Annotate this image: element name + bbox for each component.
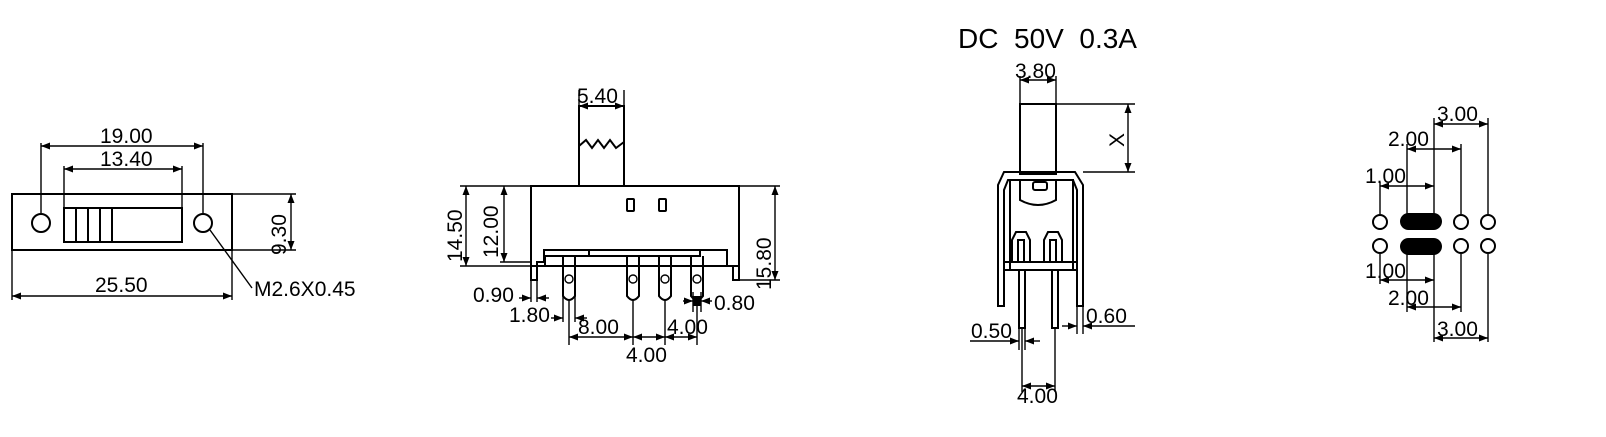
dim-actuator-height: X [1106, 133, 1129, 147]
front-body [11, 193, 233, 251]
dim-pin-pitch-b: 4.00 [626, 344, 667, 367]
dim-bottom-inner: 1.00 [1365, 260, 1406, 283]
dim-pin-thickness-right: 0.60 [1086, 305, 1127, 328]
dim-overall-width: 25.50 [95, 274, 148, 297]
dim-hole-spacing: 19.00 [100, 125, 153, 148]
dim-top-inner: 1.00 [1365, 165, 1406, 188]
pcb-hole [1372, 238, 1388, 254]
dim-top-outer: 3.00 [1437, 103, 1478, 126]
front-view: 19.00 13.40 25.50 9.30 M2.6X0.45 [11, 125, 356, 301]
dim-pin-width: 0.80 [714, 292, 755, 315]
pcb-hole [1372, 214, 1388, 230]
pins [562, 256, 704, 301]
dim-inner-height: 12.00 [480, 205, 503, 258]
pcb-layout: 3.00 2.00 1.00 1.00 2.00 3.00 [1365, 103, 1496, 342]
actuator-break [578, 138, 625, 150]
dim-height: 9.30 [268, 214, 291, 255]
pcb-hole [1480, 214, 1496, 230]
pcb-hole [1453, 238, 1469, 254]
side-view: 5.40 14.50 12.00 15.80 0.90 1.80 8.00 [444, 85, 780, 367]
screw-spec: M2.6X0.45 [254, 278, 356, 301]
pcb-hole [1453, 214, 1469, 230]
dim-lead-thickness: 0.90 [473, 284, 514, 307]
mounting-hole-left [31, 213, 51, 233]
dim-end-actuator-width: 3.80 [1015, 60, 1056, 83]
dim-pin-spacing: 4.00 [1017, 385, 1058, 408]
switch-body [530, 185, 740, 267]
pcb-hole [1480, 238, 1496, 254]
dim-pin-thickness-left: 0.50 [971, 320, 1012, 343]
pcb-slot-bottom [1400, 238, 1442, 255]
pcb-slot-top [1400, 213, 1442, 230]
dim-pin-span: 8.00 [578, 316, 619, 339]
dim-bottom-outer: 3.00 [1437, 318, 1478, 341]
dim-top-mid: 2.00 [1388, 128, 1429, 151]
mounting-hole-right [193, 213, 213, 233]
dim-edge-to-pin: 1.80 [509, 304, 550, 327]
dim-total-height: 15.80 [753, 237, 776, 290]
rating-label: DC 50V 0.3A [958, 23, 1137, 54]
dim-actuator-width: 5.40 [577, 85, 618, 108]
dim-slot-length: 13.40 [100, 148, 153, 171]
dim-pin-pitch-a: 4.00 [667, 316, 708, 339]
dim-bottom-mid: 2.00 [1388, 287, 1429, 310]
dim-body-height: 14.50 [444, 209, 467, 262]
end-actuator [1019, 103, 1057, 175]
slider-slot [63, 207, 183, 243]
end-view: 3.80 X 0.50 0.60 4.00 [970, 60, 1135, 408]
